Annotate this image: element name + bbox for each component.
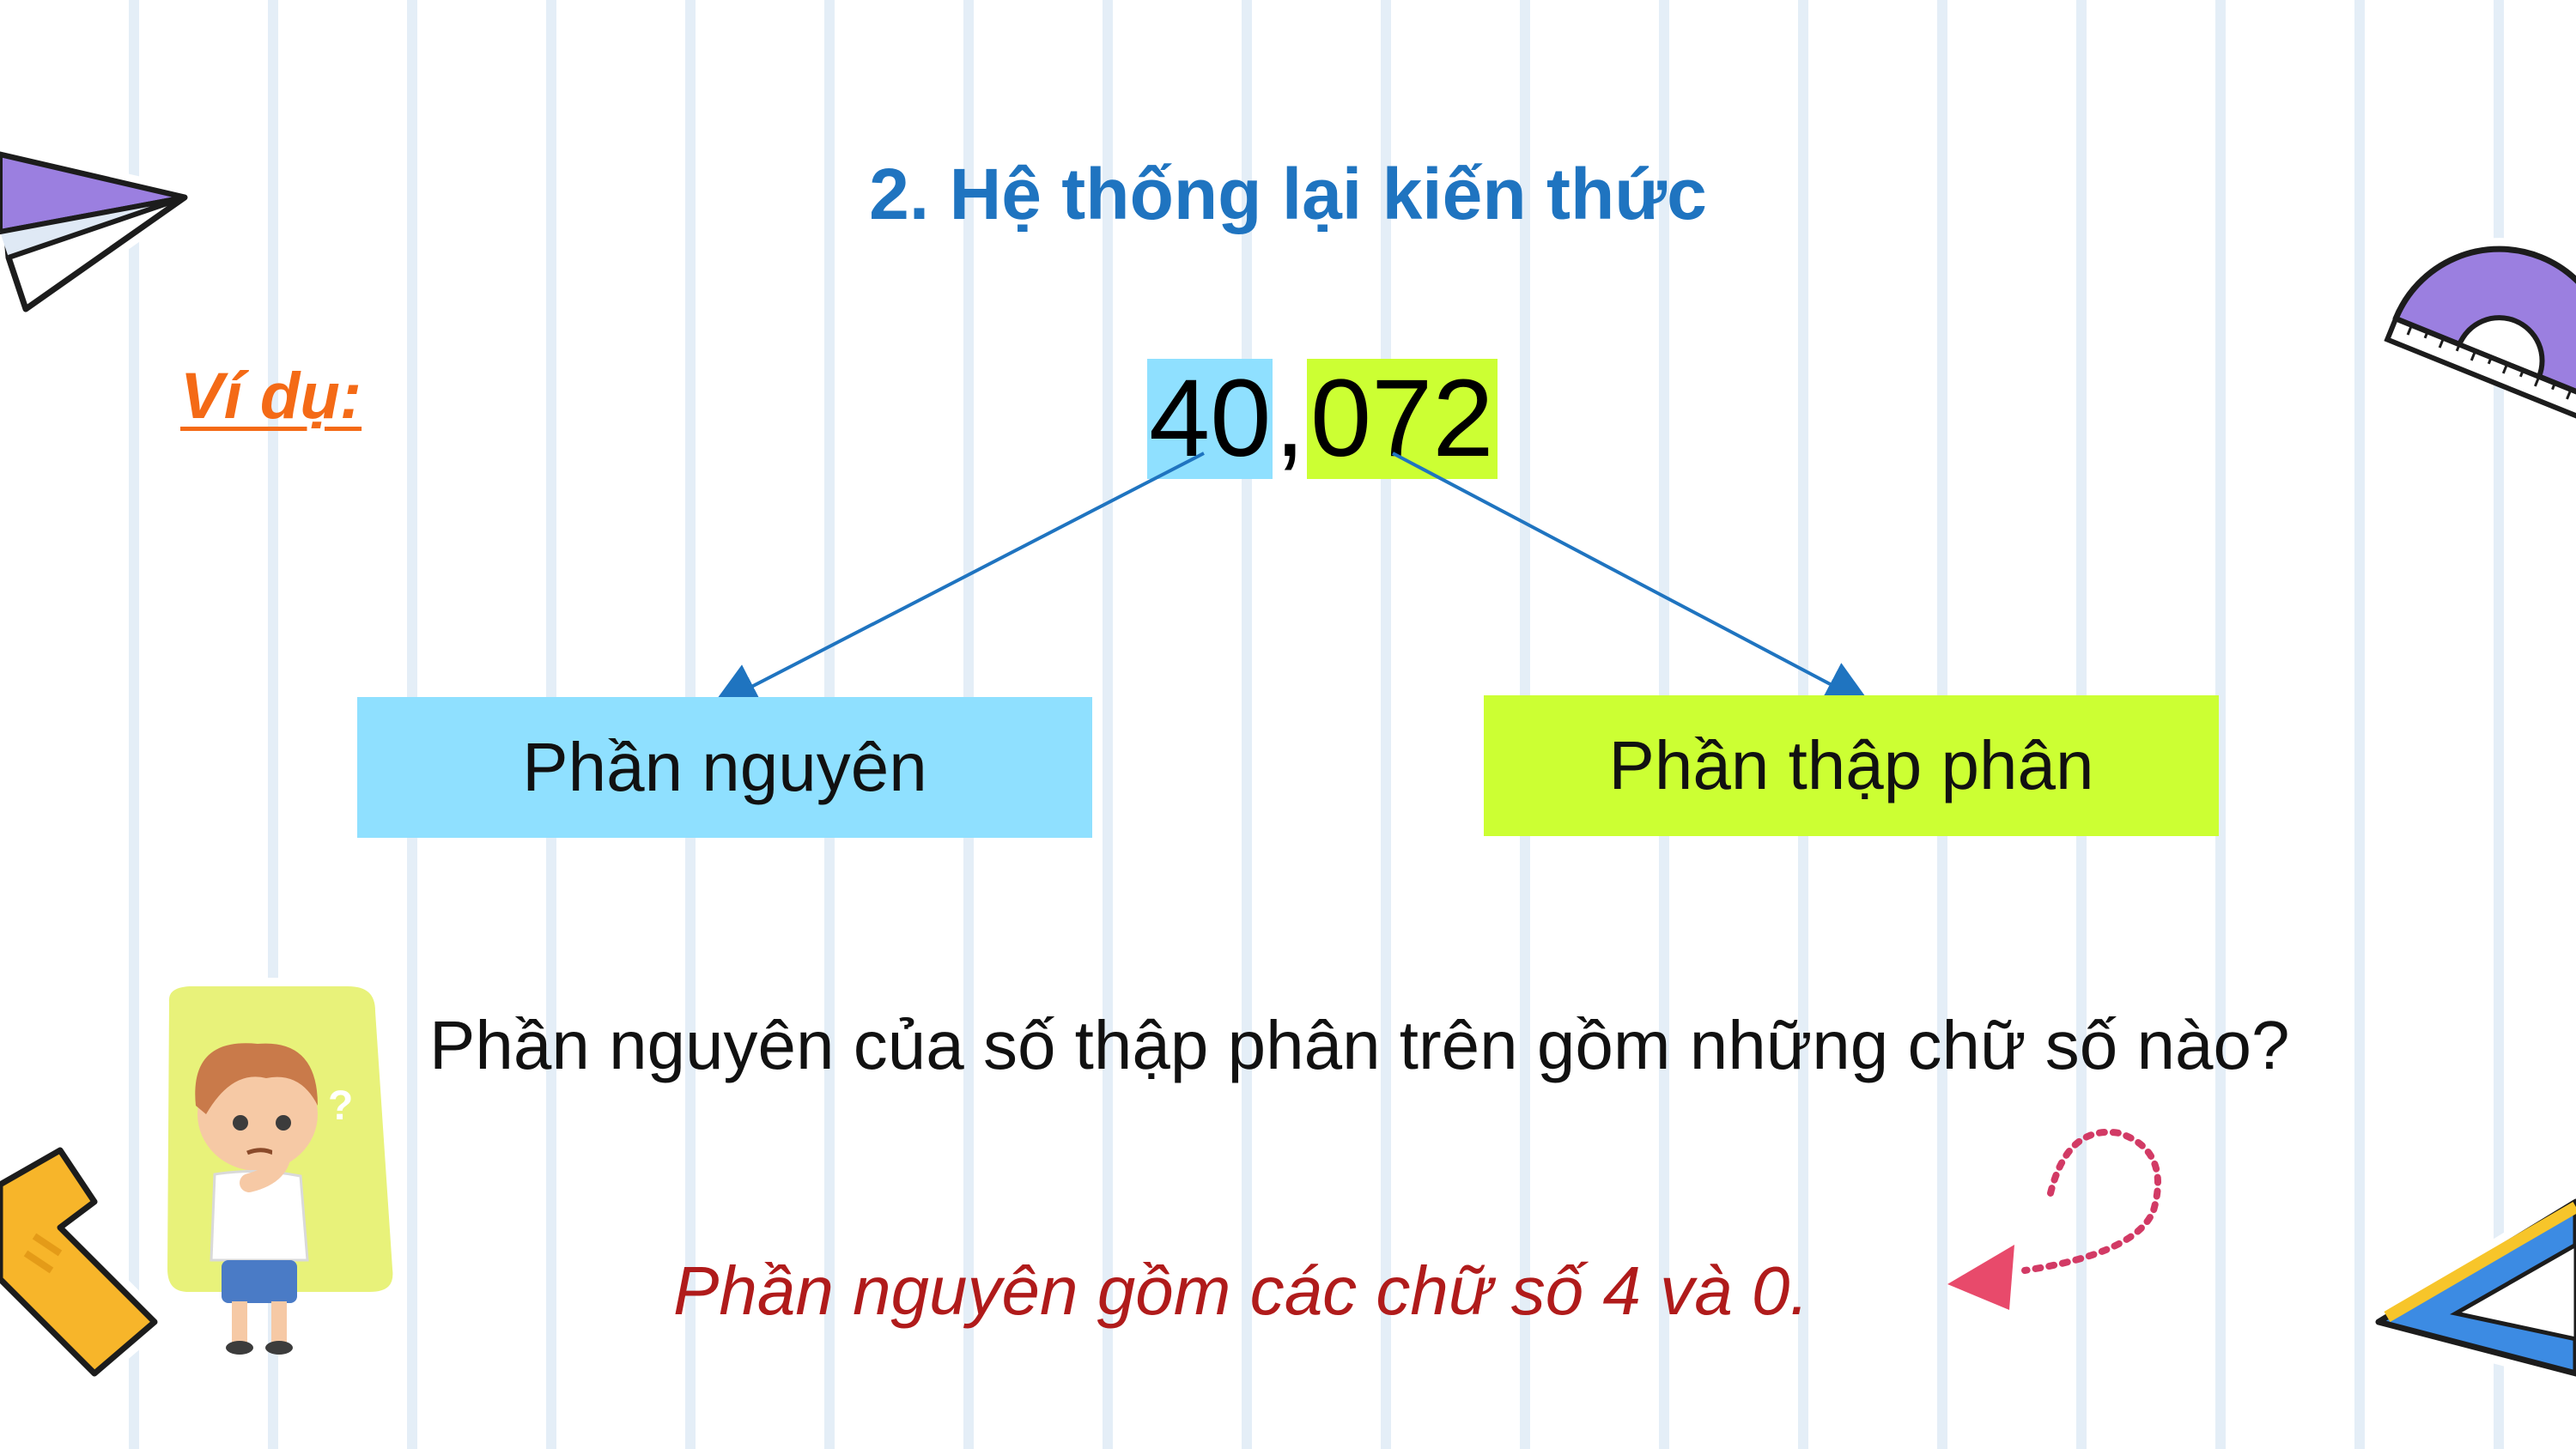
set-square-icon <box>2367 1191 2576 1385</box>
decimal-part-box: Phần thập phân <box>1484 695 2219 836</box>
protractor-icon <box>2384 238 2576 427</box>
ruler-icon <box>0 1139 166 1385</box>
decimal-part-label: Phần thập phân <box>1608 727 2094 803</box>
answer-text: Phần nguyên gồm các chữ số 4 và 0. <box>673 1252 1809 1329</box>
decimal-number: 40,072 <box>1147 359 1498 479</box>
paper-plane-icon <box>0 144 195 319</box>
dotted-arrow-icon <box>1947 1128 2161 1310</box>
integer-part-box: Phần nguyên <box>357 697 1092 838</box>
slide-title: 2. Hệ thống lại kiến thức <box>869 154 1707 234</box>
thinking-boy-icon: ? <box>158 978 402 1355</box>
question-text: Phần nguyên của số thập phân trên gồm nh… <box>429 1007 2290 1083</box>
decimal-part-highlight: 072 <box>1306 359 1498 479</box>
decimal-separator: , <box>1274 357 1305 480</box>
integer-part-highlight: 40 <box>1147 357 1273 480</box>
integer-part-label: Phần nguyên <box>522 729 927 805</box>
example-label: Ví dụ: <box>180 360 362 433</box>
question-mark: ? <box>328 1083 353 1129</box>
arrow-to-decimal-part <box>1392 452 1873 707</box>
arrow-to-integer-part <box>710 452 1205 708</box>
